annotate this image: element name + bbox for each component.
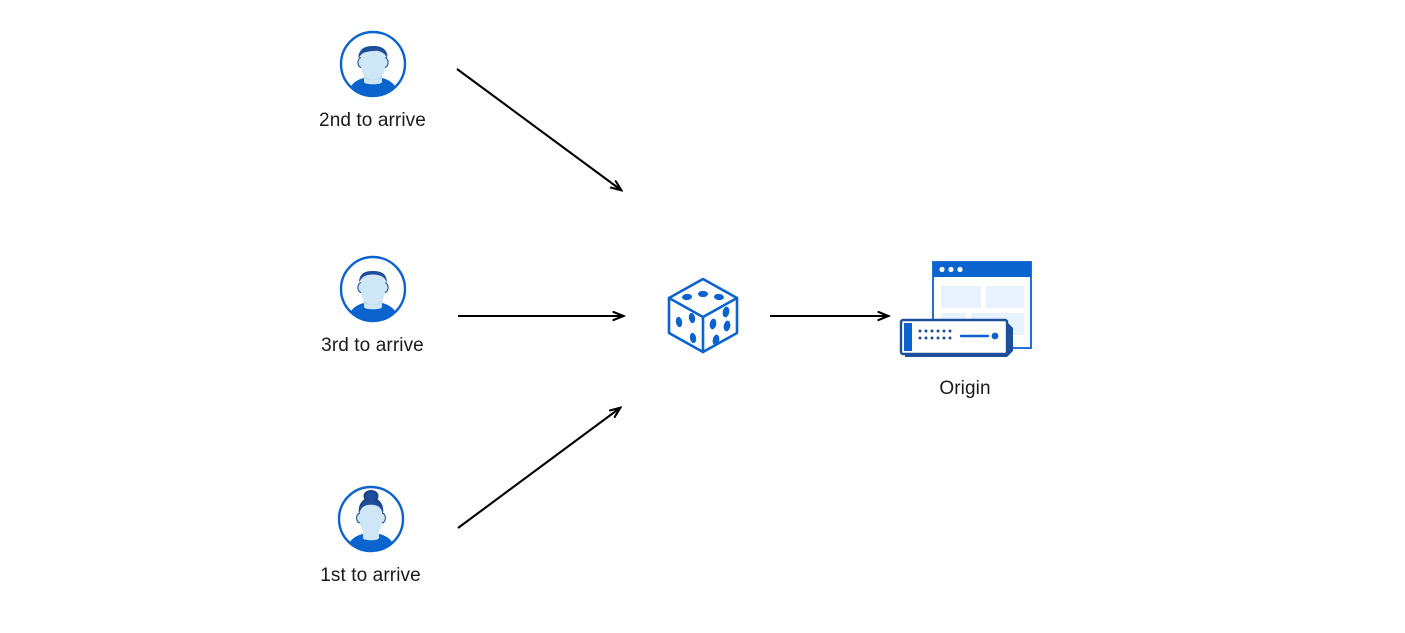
node-origin[interactable]: Origin bbox=[895, 256, 1035, 400]
node-user-2nd[interactable]: 2nd to arrive bbox=[260, 28, 485, 132]
origin-server-icon bbox=[895, 256, 1035, 366]
dice-icon bbox=[658, 270, 748, 360]
node-randomizer[interactable] bbox=[655, 270, 750, 360]
node-label-user-2nd: 2nd to arrive bbox=[319, 110, 426, 131]
user-avatar-icon bbox=[337, 253, 409, 325]
node-label-origin: Origin bbox=[939, 378, 991, 399]
node-user-3rd[interactable]: 3rd to arrive bbox=[260, 253, 485, 357]
user-avatar-icon bbox=[337, 28, 409, 100]
node-label-user-3rd: 3rd to arrive bbox=[321, 335, 424, 356]
user-avatar-icon bbox=[335, 483, 407, 555]
node-user-1st[interactable]: 1st to arrive bbox=[258, 483, 483, 587]
node-label-user-1st: 1st to arrive bbox=[320, 565, 421, 586]
